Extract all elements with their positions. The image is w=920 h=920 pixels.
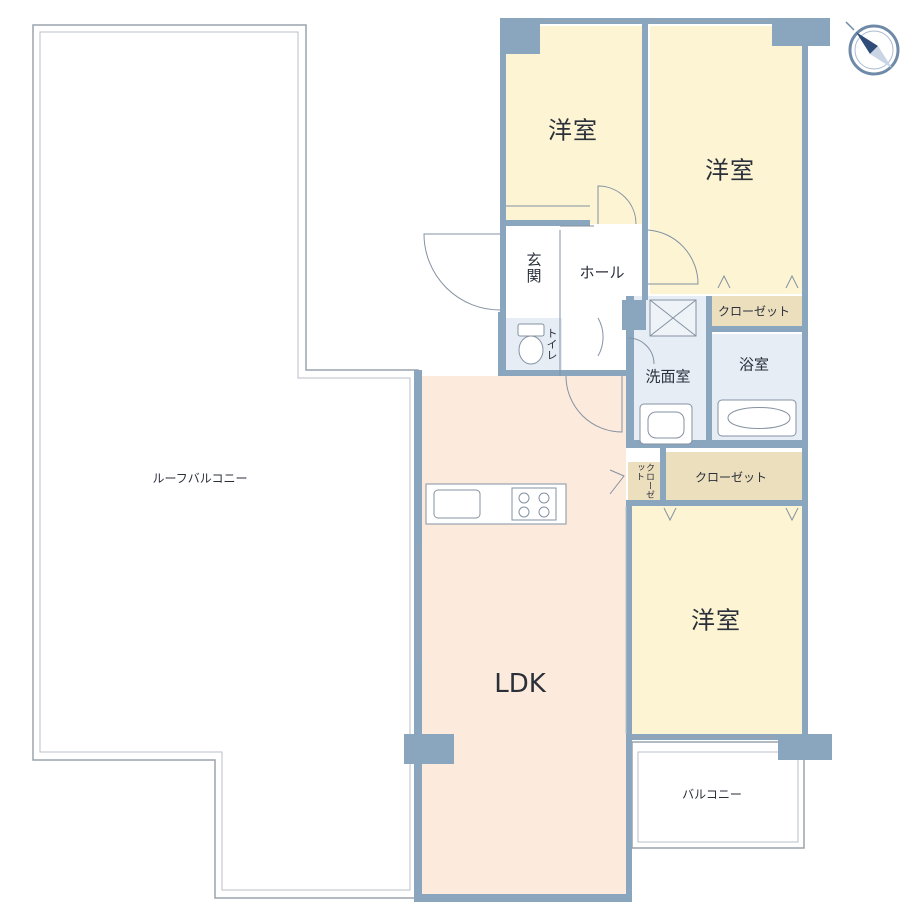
- closet-small-floor: [628, 462, 660, 502]
- roof-balcony-area: [32, 24, 419, 899]
- closet-lower-label: クローゼット: [694, 470, 768, 485]
- kitchen-counter: [425, 483, 567, 525]
- closet-upper-label: クローゼット: [717, 304, 791, 319]
- western-room-bottom-right-floor: [630, 506, 802, 734]
- hall-floor: [504, 226, 644, 314]
- bathtub-icon: [717, 399, 797, 437]
- western-room-top-right-floor: [650, 26, 802, 294]
- closet-small-label: クローゼット: [634, 463, 654, 499]
- compass-north-icon: [845, 21, 900, 76]
- windows: [417, 20, 776, 880]
- western-room-bottom-right-label: 洋室: [691, 606, 741, 635]
- washroom-label: 洗面室: [645, 367, 691, 386]
- washroom-storage-box: [649, 299, 697, 337]
- western-room-top-right-label: 洋室: [705, 156, 755, 185]
- balcony-label: バルコニー: [682, 787, 742, 802]
- closet-upper-floor: [708, 296, 802, 326]
- closet-lower-floor: [662, 452, 802, 502]
- toilet-icon: [517, 323, 545, 365]
- toilet-label: トイレ: [545, 327, 558, 361]
- washbasin-icon: [639, 403, 693, 445]
- bathroom-label: 浴室: [738, 355, 770, 374]
- western-room-top-left-label: 洋室: [548, 116, 598, 145]
- ldk-floor: [420, 376, 626, 900]
- balcony-area: [631, 741, 805, 849]
- balcony-inner: [637, 751, 799, 843]
- ldk-label: LDK: [494, 669, 546, 699]
- hall-label: ホール: [579, 263, 625, 282]
- western-room-top-left-floor: [506, 26, 642, 224]
- door-swings: [423, 185, 799, 522]
- entrance-label: 玄関: [524, 252, 543, 284]
- roof-balcony-label: ルーフバルコニー: [152, 471, 248, 486]
- roof-balcony-inner: [39, 31, 411, 891]
